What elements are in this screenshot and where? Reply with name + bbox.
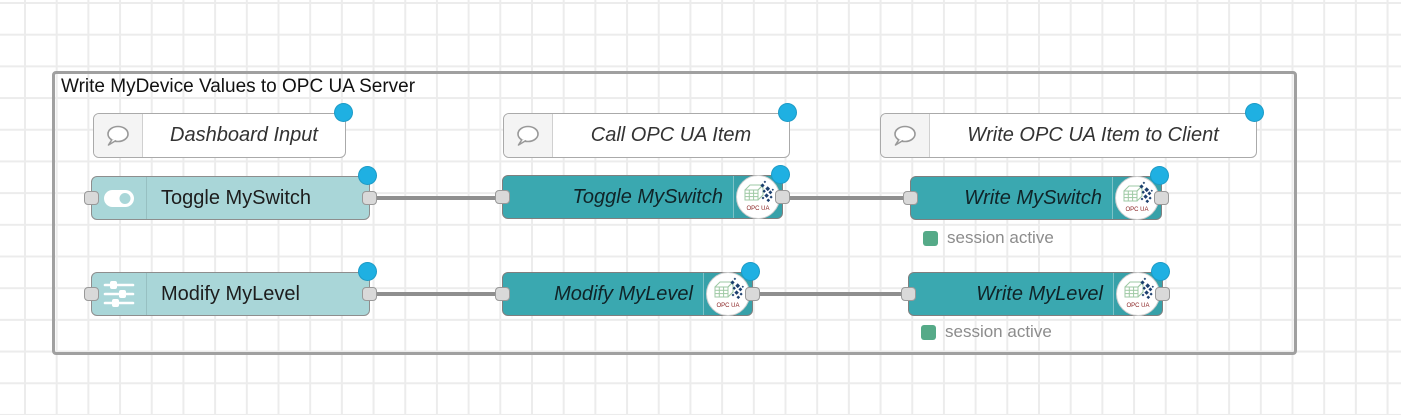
opcua-logo-icon: OPC UA <box>733 175 782 219</box>
node-label: Modify MyLevel <box>161 282 300 305</box>
output-port[interactable] <box>1155 287 1170 301</box>
comment-bubble-icon <box>94 114 143 157</box>
status-text: session active <box>947 228 1054 247</box>
node-label: Toggle MySwitch <box>572 185 723 208</box>
comment-label: Write OPC UA Item to Client <box>967 124 1219 146</box>
input-port[interactable] <box>901 287 916 301</box>
wire-level-to-item[interactable] <box>370 292 512 296</box>
node-modify-mylevel-dashboard[interactable]: Modify MyLevel <box>84 262 377 316</box>
status-write-myswitch: session active <box>923 228 1054 248</box>
input-port[interactable] <box>84 191 99 205</box>
wire-item-to-write-switch[interactable] <box>783 196 915 200</box>
status-green-square-icon <box>921 324 936 340</box>
comment-bubble-icon <box>881 114 930 157</box>
comment-label: Call OPC UA Item <box>590 124 752 146</box>
node-label: Write MyLevel <box>976 282 1103 305</box>
changed-indicator <box>1150 166 1169 185</box>
input-port[interactable] <box>495 287 510 301</box>
output-port[interactable] <box>362 287 377 301</box>
node-label: Write MySwitch <box>964 186 1102 209</box>
wire-item-to-write-level[interactable] <box>753 292 913 296</box>
node-label: Modify MyLevel <box>554 282 693 305</box>
node-write-myswitch-opcua-client[interactable]: Write MySwitch <box>903 166 1169 220</box>
output-port[interactable] <box>362 191 377 205</box>
changed-indicator <box>1245 103 1264 122</box>
svg-text:OPC UA: OPC UA <box>716 303 739 309</box>
comment-bubble-icon <box>504 114 553 157</box>
changed-indicator <box>771 165 790 184</box>
changed-indicator <box>358 166 377 185</box>
comment-node-call-opcua-item[interactable]: Call OPC UA Item <box>503 103 797 158</box>
node-write-mylevel-opcua-client[interactable]: Write MyLevel <box>901 262 1170 316</box>
changed-indicator <box>741 262 760 281</box>
node-modify-mylevel-opcua-item[interactable]: Modify MyLevel <box>495 262 760 316</box>
opcua-logo-icon: OPC UA <box>1113 272 1162 316</box>
changed-indicator <box>358 262 377 281</box>
status-green-square-icon <box>923 230 938 246</box>
comment-label: Dashboard Input <box>170 124 318 146</box>
svg-text:OPC UA: OPC UA <box>746 206 769 212</box>
input-port[interactable] <box>84 287 99 301</box>
svg-text:OPC UA: OPC UA <box>1126 303 1149 309</box>
toggle-switch-icon <box>92 177 147 219</box>
output-port[interactable] <box>745 287 760 301</box>
input-port[interactable] <box>903 191 918 205</box>
node-label: Toggle MySwitch <box>161 186 312 209</box>
input-port[interactable] <box>495 190 510 204</box>
output-port[interactable] <box>775 190 790 204</box>
status-text: session active <box>945 322 1052 341</box>
changed-indicator <box>334 103 353 122</box>
node-toggle-myswitch-opcua-item[interactable]: Toggle MySwitch <box>495 165 790 219</box>
sliders-icon <box>92 273 147 315</box>
comment-node-dashboard-input[interactable]: Dashboard Input <box>93 103 353 158</box>
node-toggle-myswitch-dashboard[interactable]: Toggle MySwitch <box>84 166 377 220</box>
svg-text:OPC UA: OPC UA <box>1125 207 1148 213</box>
group-label: Write MyDevice Values to OPC UA Server <box>61 76 416 97</box>
wire-toggle-to-item[interactable] <box>370 196 512 200</box>
output-port[interactable] <box>1154 191 1169 205</box>
comment-node-write-opcua-item[interactable]: Write OPC UA Item to Client <box>880 103 1264 158</box>
group-box[interactable] <box>52 71 1297 355</box>
changed-indicator <box>778 103 797 122</box>
changed-indicator <box>1151 262 1170 281</box>
status-write-mylevel: session active <box>921 322 1052 342</box>
